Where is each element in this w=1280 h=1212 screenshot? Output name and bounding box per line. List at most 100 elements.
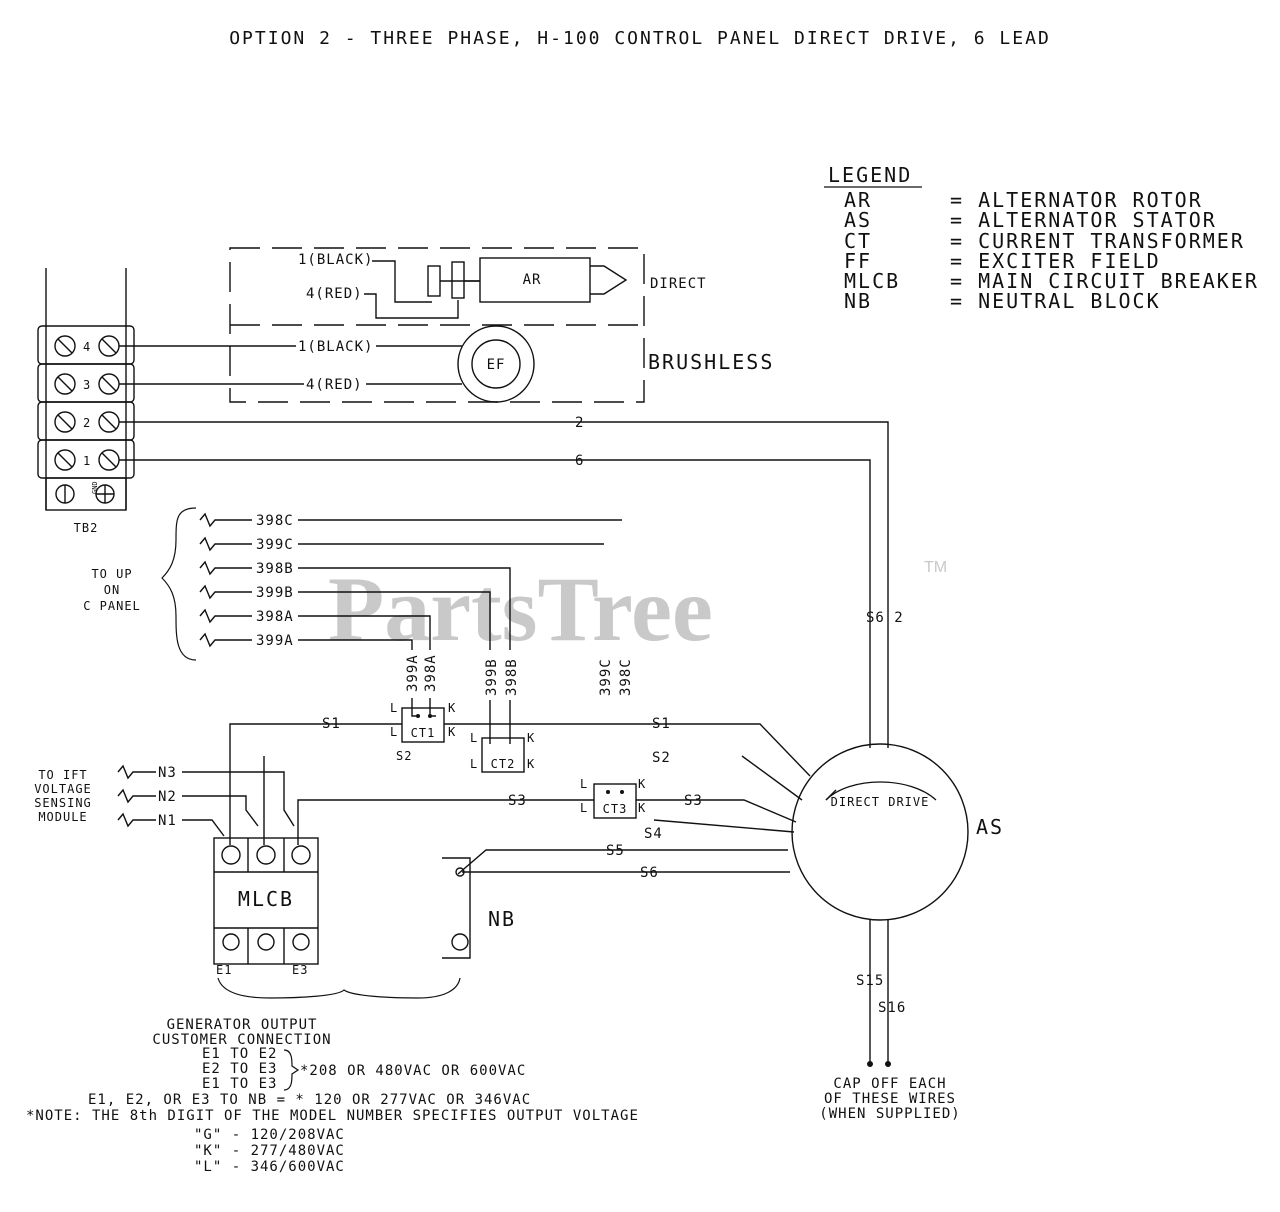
tb2-label: TB2 xyxy=(74,521,99,535)
legend-code-nb: NB xyxy=(844,289,872,313)
output-line2: CUSTOMER CONNECTION xyxy=(152,1032,331,1048)
vs-lead-n1: N1 xyxy=(158,813,177,829)
ct1-l-bottom: L xyxy=(390,725,398,739)
output-option-k: "K" - 277/480VAC xyxy=(194,1143,345,1159)
rotor-type-direct: DIRECT xyxy=(650,276,707,292)
watermark-tm: TM xyxy=(924,559,947,576)
cp-label-line1: TO UP xyxy=(91,567,132,581)
wire-label-6: 6 xyxy=(575,453,584,469)
exciter-type-brushless: BRUSHLESS xyxy=(648,350,774,374)
cp-lead-398a: 398A xyxy=(256,609,294,625)
cp-lead-398b: 398B xyxy=(256,561,294,577)
cp-label-line2: ON xyxy=(104,583,120,597)
main-circuit-breaker: MLCB E1 E3 xyxy=(213,837,461,999)
output-note: *NOTE: THE 8th DIGIT OF THE MODEL NUMBER… xyxy=(26,1108,639,1124)
legend-desc-nb: = NEUTRAL BLOCK xyxy=(950,289,1161,313)
vert-lead-399b: 399B xyxy=(484,658,500,696)
ct1-label: CT1 xyxy=(411,726,436,740)
output-option-g: "G" - 120/208VAC xyxy=(194,1127,345,1143)
ct1-k-bottom: K xyxy=(448,725,456,739)
vs-label-line1: TO IFT xyxy=(38,768,87,782)
legend-code-ff: FF xyxy=(844,249,872,273)
ct2-k-bottom: K xyxy=(527,757,535,771)
vert-lead-399a: 399A xyxy=(405,654,421,692)
ct2-l-bottom: L xyxy=(470,757,478,771)
vs-label-line4: MODULE xyxy=(38,810,87,824)
cp-lead-399a: 399A xyxy=(256,633,294,649)
wire-s1-right: S1 xyxy=(652,716,671,732)
tb2-terminal-4: 4 xyxy=(83,340,91,354)
ct1-l-top: L xyxy=(390,701,398,715)
vs-lead-n3: N3 xyxy=(158,765,177,781)
ct3-l-bottom: L xyxy=(580,801,588,815)
ct3-label: CT3 xyxy=(603,802,628,816)
alternator-stator: DIRECT DRIVE AS S15 S16 CAP OFF EACH OF … xyxy=(791,743,1004,1122)
wire-s16: S16 xyxy=(878,1000,906,1016)
exciter-field: 1(BLACK) 4(RED) EF BRUSHLESS xyxy=(298,325,774,403)
current-transformer-ct3: CT3 L L K K xyxy=(580,777,646,819)
vert-lead-399c: 399C xyxy=(598,658,614,696)
cp-label-line3: C PANEL xyxy=(83,599,141,613)
legend-desc-as: = ALTERNATOR STATOR xyxy=(950,208,1217,232)
legend-desc-ct: = CURRENT TRANSFORMER xyxy=(950,229,1245,253)
current-transformer-ct2: CT2 L L K K xyxy=(470,731,535,773)
tb2-terminal-2: 2 xyxy=(83,416,91,430)
rotor-label: AR xyxy=(523,272,542,288)
generator-output-notes: GENERATOR OUTPUT CUSTOMER CONNECTION E1 … xyxy=(26,1017,639,1175)
diagram-title: OPTION 2 - THREE PHASE, H-100 CONTROL PA… xyxy=(229,28,1051,49)
alternator-rotor: 1(BLACK) 4(RED) AR DIRECT xyxy=(298,252,707,319)
tb2-terminal-1: 1 xyxy=(83,454,91,468)
output-pair-value: *208 OR 480VAC OR 600VAC xyxy=(300,1063,526,1079)
legend-desc-ff: = EXCITER FIELD xyxy=(950,249,1161,273)
wire-label-2: 2 xyxy=(575,415,584,431)
wire-label-s6-2: S6 2 xyxy=(866,610,904,626)
control-panel-leads: TO UP ON C PANEL 398C 399C 398B 399B 398… xyxy=(83,507,634,744)
vs-lead-n2: N2 xyxy=(158,789,177,805)
exciter-wire-black: 1(BLACK) xyxy=(298,339,373,355)
rotor-wire-red: 4(RED) xyxy=(306,286,363,302)
exciter-label: EF xyxy=(487,357,506,373)
ct2-k-top: K xyxy=(527,731,535,745)
breaker-label: MLCB xyxy=(238,887,294,911)
vs-label-line3: SENSING xyxy=(34,796,92,810)
wire-s1-left: S1 xyxy=(322,716,341,732)
legend-code-ar: AR xyxy=(844,188,872,212)
voltage-sensing-leads: TO IFT VOLTAGE SENSING MODULE N3 N2 N1 xyxy=(34,756,295,845)
ct1-s2-label: S2 xyxy=(396,749,412,763)
legend-code-ct: CT xyxy=(844,229,872,253)
output-pair-1: E1 TO E2 xyxy=(202,1046,277,1062)
ct3-k-top: K xyxy=(638,777,646,791)
legend-desc-mlcb: = MAIN CIRCUIT BREAKER xyxy=(950,269,1259,293)
wire-s2-right: S2 xyxy=(652,750,671,766)
tb2-ground-label: GND xyxy=(91,481,99,494)
output-pair-3: E1 TO E3 xyxy=(202,1076,277,1092)
neutral-block-label: NB xyxy=(488,907,516,931)
legend-code-as: AS xyxy=(844,208,872,232)
ct3-l-top: L xyxy=(580,777,588,791)
stator-inner-label: DIRECT DRIVE xyxy=(831,795,930,809)
legend-desc-ar: = ALTERNATOR ROTOR xyxy=(950,188,1203,212)
output-nb-line: E1, E2, OR E3 TO NB = * 120 OR 277VAC OR… xyxy=(88,1092,531,1108)
cp-lead-399b: 399B xyxy=(256,585,294,601)
legend: LEGEND AR = ALTERNATOR ROTOR AS = ALTERN… xyxy=(824,163,1259,313)
stator-label: AS xyxy=(976,815,1004,839)
cap-note-line1: CAP OFF EACH xyxy=(833,1076,946,1092)
cp-lead-398c: 398C xyxy=(256,513,294,529)
breaker-e1: E1 xyxy=(216,963,232,977)
output-option-l: "L" - 346/600VAC xyxy=(194,1159,345,1175)
rotor-wire-black: 1(BLACK) xyxy=(298,252,373,268)
legend-code-mlcb: MLCB xyxy=(844,269,900,293)
vert-lead-398c: 398C xyxy=(618,658,634,696)
wire-s6: S6 xyxy=(640,865,659,881)
cap-note-line3: (WHEN SUPPLIED) xyxy=(819,1106,960,1122)
breaker-e3: E3 xyxy=(292,963,308,977)
neutral-block: NB xyxy=(442,857,516,959)
wire-s3-right: S3 xyxy=(684,793,703,809)
watermark: PartsTree xyxy=(328,558,713,660)
current-transformer-ct1: CT1 L L K K S2 xyxy=(390,701,456,763)
vs-label-line2: VOLTAGE xyxy=(34,782,92,796)
vert-lead-398a: 398A xyxy=(423,654,439,692)
cap-note-line2: OF THESE WIRES xyxy=(824,1091,956,1107)
ct2-label: CT2 xyxy=(491,757,516,771)
